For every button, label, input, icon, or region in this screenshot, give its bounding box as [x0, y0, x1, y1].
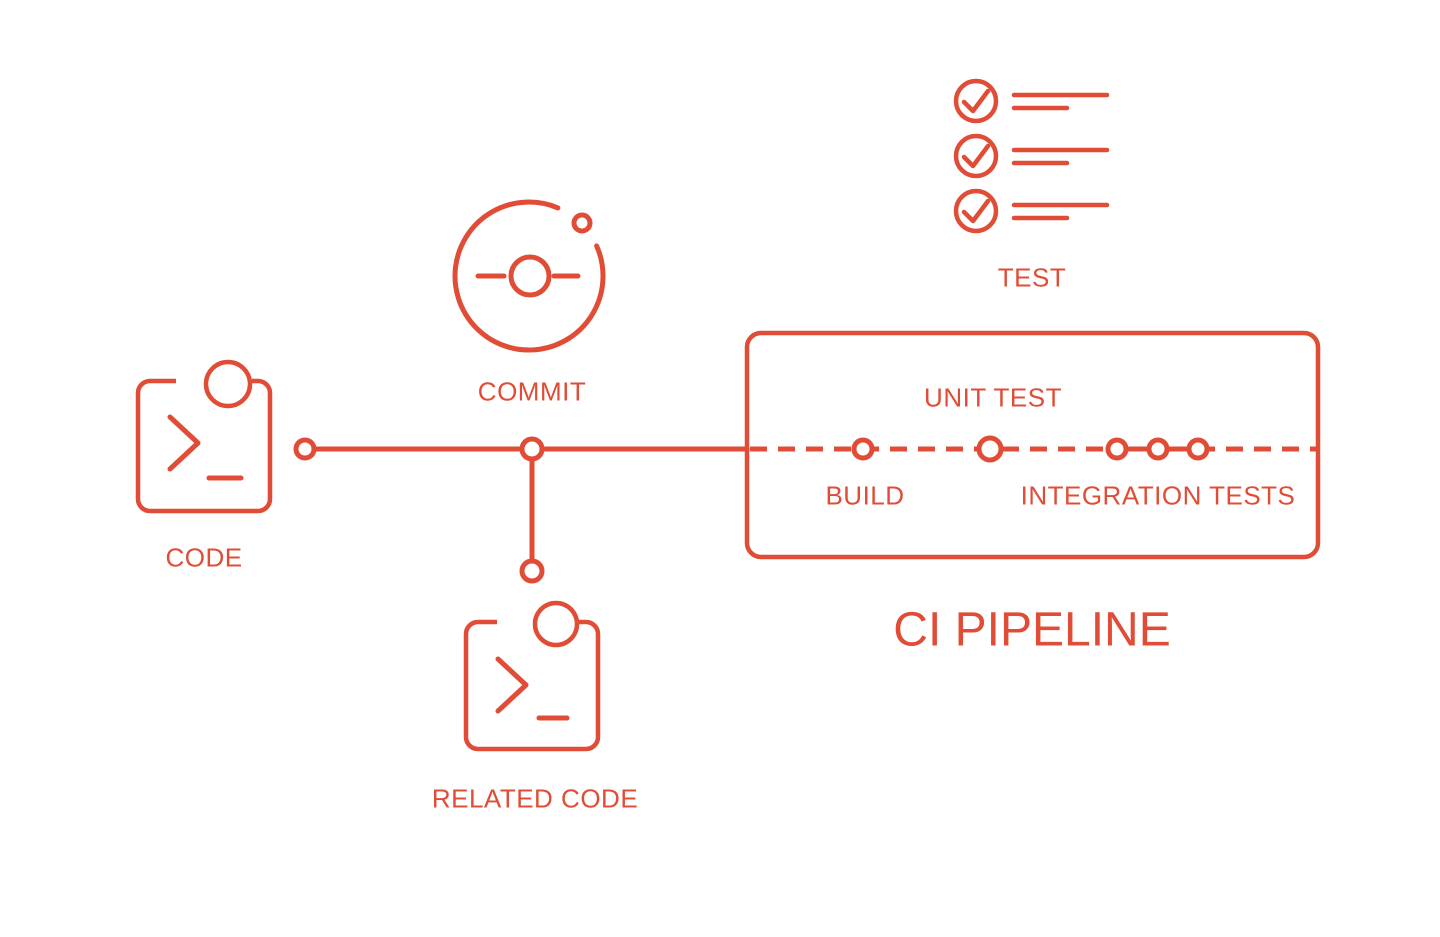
checklist-row — [953, 78, 1110, 124]
terminal-window — [135, 378, 273, 514]
integration-tests-stage-label: INTEGRATION TESTS — [1020, 480, 1296, 511]
commit-orbit-arc — [452, 199, 606, 353]
check-mark-icon — [961, 88, 991, 114]
pipeline-box — [744, 330, 1321, 560]
integration-node-circle-1 — [1105, 437, 1129, 461]
terminal-window — [463, 619, 601, 752]
branch-end-circle — [519, 558, 545, 584]
unit-test-stage-label: UNIT TEST — [924, 382, 1062, 413]
checklist-row — [953, 133, 1110, 179]
prompt-chevron-icon — [495, 656, 529, 714]
check-circle-icon — [953, 78, 999, 124]
commit-node-circle — [508, 254, 552, 298]
test-checklist-icon — [953, 78, 1110, 234]
prompt-chevron-icon — [167, 414, 201, 472]
connector-lines — [293, 436, 750, 584]
commit-icon — [452, 199, 606, 353]
check-circle-icon — [953, 133, 999, 179]
commit-satellite-circle — [571, 212, 593, 234]
unit-test-node-circle — [976, 435, 1004, 463]
related-code-label: RELATED CODE — [431, 783, 639, 814]
pin-circle — [203, 359, 253, 409]
check-mark-icon — [961, 143, 991, 169]
diagram-title: CI PIPELINE — [893, 603, 1171, 657]
build-node-circle — [851, 437, 875, 461]
connector-junction-circle — [519, 436, 545, 462]
connector-start-circle — [293, 437, 317, 461]
code-terminal-icon — [135, 359, 273, 514]
checklist-row — [953, 188, 1110, 234]
commit-label: COMMIT — [477, 376, 587, 407]
code-label: CODE — [165, 542, 243, 573]
check-mark-icon — [961, 198, 991, 224]
pin-circle — [532, 600, 580, 648]
pipeline-box-group — [744, 330, 1321, 560]
integration-node-circle-3 — [1186, 437, 1210, 461]
check-circle-icon — [953, 188, 999, 234]
integration-node-circle-2 — [1146, 437, 1170, 461]
related-code-terminal-icon — [463, 600, 601, 752]
test-label: TEST — [997, 262, 1067, 293]
build-stage-label: BUILD — [825, 480, 905, 511]
